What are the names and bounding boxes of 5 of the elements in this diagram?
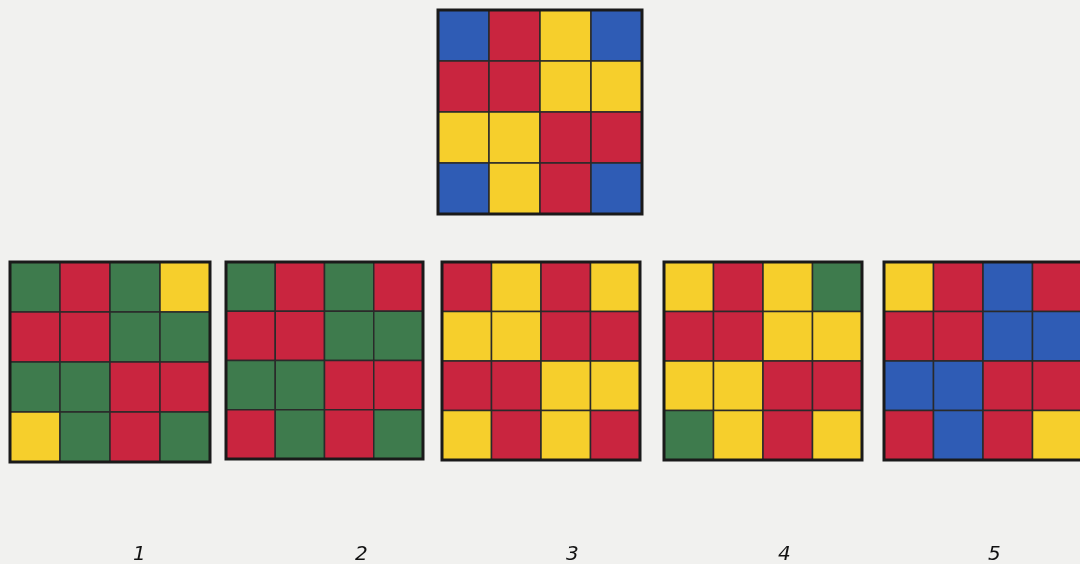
option-number: 3 <box>566 542 579 564</box>
option-number: 2 <box>355 542 368 564</box>
option-number: 5 <box>988 542 1001 564</box>
option-number: 1 <box>133 542 146 564</box>
option-number: 4 <box>778 542 791 564</box>
